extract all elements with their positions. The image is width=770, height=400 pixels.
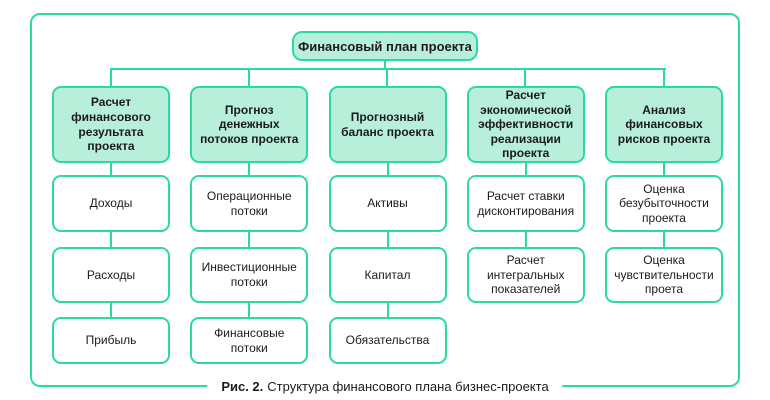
branch-column-financial-result: Расчет финансового результата проекта До… (52, 86, 170, 364)
leaf-node: Капитал (328, 247, 447, 303)
leaf-node: Инвестиционные потоки (190, 247, 309, 303)
leaf-node: Оценка безубыточности проекта (605, 175, 723, 232)
column-connector (248, 163, 251, 175)
root-node: Финансовый план проекта (292, 31, 478, 61)
column-connector (663, 232, 665, 247)
column-connector (248, 232, 251, 247)
column-connector (663, 163, 665, 175)
leaf-node: Обязательства (328, 317, 447, 364)
column-connector (386, 163, 389, 175)
branch-title: Прогноз денежных потоков проекта (190, 86, 309, 163)
column-connector (386, 232, 389, 247)
branch-column-financial-risks: Анализ финансовых рисков проекта Оценка … (605, 86, 723, 364)
drop-connector-1 (110, 69, 112, 86)
column-connector (110, 303, 112, 317)
caption-text: Структура финансового плана бизнес-проек… (267, 379, 549, 394)
drop-connector-4 (524, 69, 526, 86)
leaf-node: Расчет интегральных показателей (466, 247, 585, 303)
drop-connector-3 (386, 69, 388, 86)
branch-title: Расчет экономической эффективности реали… (466, 86, 585, 163)
column-connector (524, 232, 527, 247)
branch-title: Анализ финансовых рисков проекта (605, 86, 723, 163)
branch-title: Прогнозный баланс проекта (328, 86, 447, 163)
branch-columns: Расчет финансового результата проекта До… (52, 86, 723, 364)
leaf-node: Расходы (52, 247, 170, 303)
branch-title: Расчет финансового результата проекта (52, 86, 170, 163)
drop-connector-2 (248, 69, 250, 86)
branch-column-economic-efficiency: Расчет экономической эффективности реали… (466, 86, 585, 364)
leaf-node: Доходы (52, 175, 170, 232)
bus-connector (110, 68, 666, 70)
branch-column-cash-flows: Прогноз денежных потоков проекта Операци… (190, 86, 309, 364)
root-stem-connector (384, 61, 386, 69)
leaf-node: Операционные потоки (190, 175, 309, 232)
column-connector (386, 303, 389, 317)
leaf-node: Активы (328, 175, 447, 232)
leaf-node: Финансовые потоки (190, 317, 309, 364)
figure-caption: Рис. 2.Структура финансового плана бизне… (207, 377, 563, 397)
branch-column-forecast-balance: Прогнозный баланс проекта Активы Капитал… (328, 86, 447, 364)
column-connector (110, 232, 112, 247)
caption-label: Рис. 2. (221, 379, 264, 394)
column-connector (248, 303, 251, 317)
leaf-node: Расчет ставки дисконтирования (466, 175, 585, 232)
drop-connector-5 (663, 69, 665, 86)
column-connector (110, 163, 112, 175)
leaf-node: Прибыль (52, 317, 170, 364)
leaf-node: Оценка чувствительности проета (605, 247, 723, 303)
column-connector (524, 163, 527, 175)
